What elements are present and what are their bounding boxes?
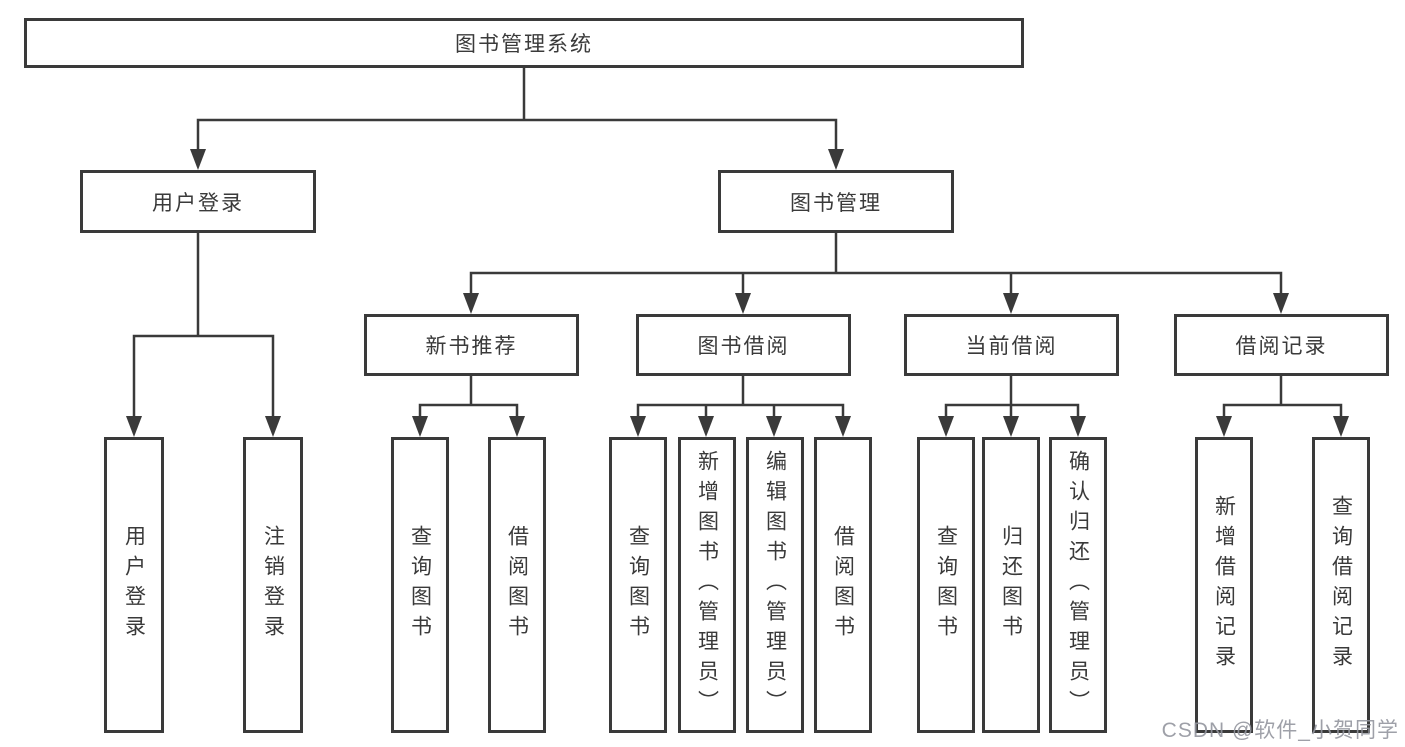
leaf-nb-query-books-label: 查询图书: [408, 525, 432, 645]
leaf-cb-query-books: 查询图书: [917, 437, 975, 733]
leaf-cb-return-books: 归还图书: [982, 437, 1040, 733]
leaf-logout: 注销登录: [243, 437, 303, 733]
leaf-bb-add-books-admin: 新增图书（管理员）: [678, 437, 736, 733]
node-new-book-recommend-label: 新书推荐: [425, 335, 518, 358]
leaf-nb-borrow-books: 借阅图书: [488, 437, 546, 733]
leaf-bb-query-books: 查询图书: [609, 437, 667, 733]
leaf-bb-edit-books-admin: 编辑图书（管理员）: [746, 437, 804, 733]
leaf-nb-borrow-books-label: 借阅图书: [505, 525, 529, 645]
leaf-bb-add-books-admin-label: 新增图书（管理员）: [695, 450, 719, 720]
leaf-cb-confirm-return-admin: 确认归还（管理员）: [1049, 437, 1107, 733]
node-borrow-records-label: 借阅记录: [1235, 335, 1328, 358]
node-user-login: 用户登录: [80, 170, 316, 233]
csdn-watermark: CSDN @软件_小贺同学: [1161, 719, 1399, 742]
node-book-borrow: 图书借阅: [636, 314, 851, 376]
node-book-borrow-label: 图书借阅: [697, 335, 790, 358]
node-current-borrow: 当前借阅: [904, 314, 1119, 376]
node-new-book-recommend: 新书推荐: [364, 314, 579, 376]
leaf-cb-return-books-label: 归还图书: [999, 525, 1023, 645]
node-book-management: 图书管理: [718, 170, 954, 233]
leaf-nb-query-books: 查询图书: [391, 437, 449, 733]
node-root: 图书管理系统: [24, 18, 1024, 68]
leaf-bb-query-books-label: 查询图书: [626, 525, 650, 645]
leaf-user-login-label: 用户登录: [122, 525, 146, 645]
node-borrow-records: 借阅记录: [1174, 314, 1389, 376]
leaf-bb-borrow-books: 借阅图书: [814, 437, 872, 733]
leaf-bb-edit-books-admin-label: 编辑图书（管理员）: [763, 450, 787, 720]
leaf-cb-query-books-label: 查询图书: [934, 525, 958, 645]
leaf-bb-borrow-books-label: 借阅图书: [831, 525, 855, 645]
node-current-borrow-label: 当前借阅: [965, 335, 1058, 358]
leaf-logout-label: 注销登录: [261, 525, 285, 645]
leaf-cb-confirm-return-admin-label: 确认归还（管理员）: [1066, 450, 1090, 720]
node-book-management-label: 图书管理: [790, 191, 882, 215]
leaf-br-query-record: 查询借阅记录: [1312, 437, 1370, 733]
leaf-user-login: 用户登录: [104, 437, 164, 733]
leaf-br-query-record-label: 查询借阅记录: [1329, 495, 1353, 675]
leaf-br-add-record: 新增借阅记录: [1195, 437, 1253, 733]
leaf-br-add-record-label: 新增借阅记录: [1212, 495, 1236, 675]
node-root-label: 图书管理系统: [455, 33, 593, 56]
arrowheads: [126, 149, 1349, 437]
node-user-login-label: 用户登录: [152, 191, 244, 215]
